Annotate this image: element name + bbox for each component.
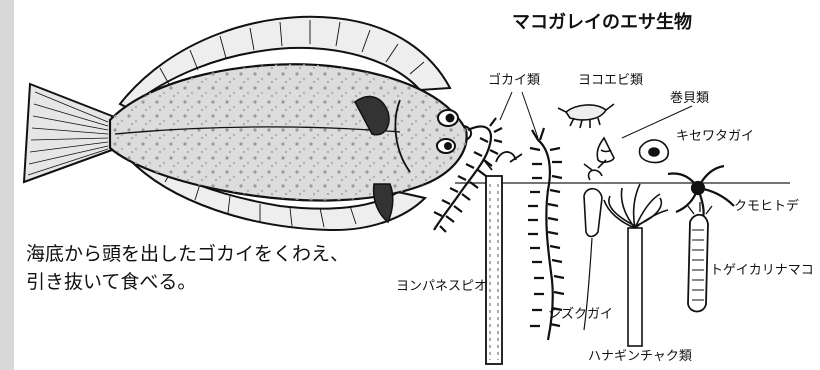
label-togeikarinamako: トゲイカリナマコ [710,264,814,277]
kisewatagai-shell [639,140,668,163]
label-makigai: 巻貝類 [670,92,709,105]
label-kisewatagai: キセワタガイ [676,130,754,143]
flounder-fish [24,17,471,230]
label-kumohitode: クモヒトデ [734,200,799,213]
snail-shell [597,138,614,162]
sea-cucumber [688,202,712,312]
amphipod [558,104,614,128]
label-hanaginchaku: ハナギンチャク類 [588,350,692,363]
caption: 海底から頭を出したゴカイをくわえ、 引き抜いて食べる。 [26,240,396,296]
label-gokai: ゴカイ類 [488,74,540,87]
label-shizukugai: シズクガイ [548,308,613,321]
label-yokoebi: ヨコエビ類 [578,74,643,87]
page-title: マコガレイのエサ生物 [512,14,692,32]
caption-line-1: 海底から頭を出したゴカイをくわえ、 [26,240,396,268]
shizukugai-clam [584,160,606,330]
brittle-star [668,166,734,222]
caption-line-2: 引き抜いて食べる。 [26,268,396,296]
label-yonpanesupio: ヨンパネスピオ [396,280,487,293]
tube-anemone [604,184,668,346]
spionid-tube-worm [484,152,522,364]
